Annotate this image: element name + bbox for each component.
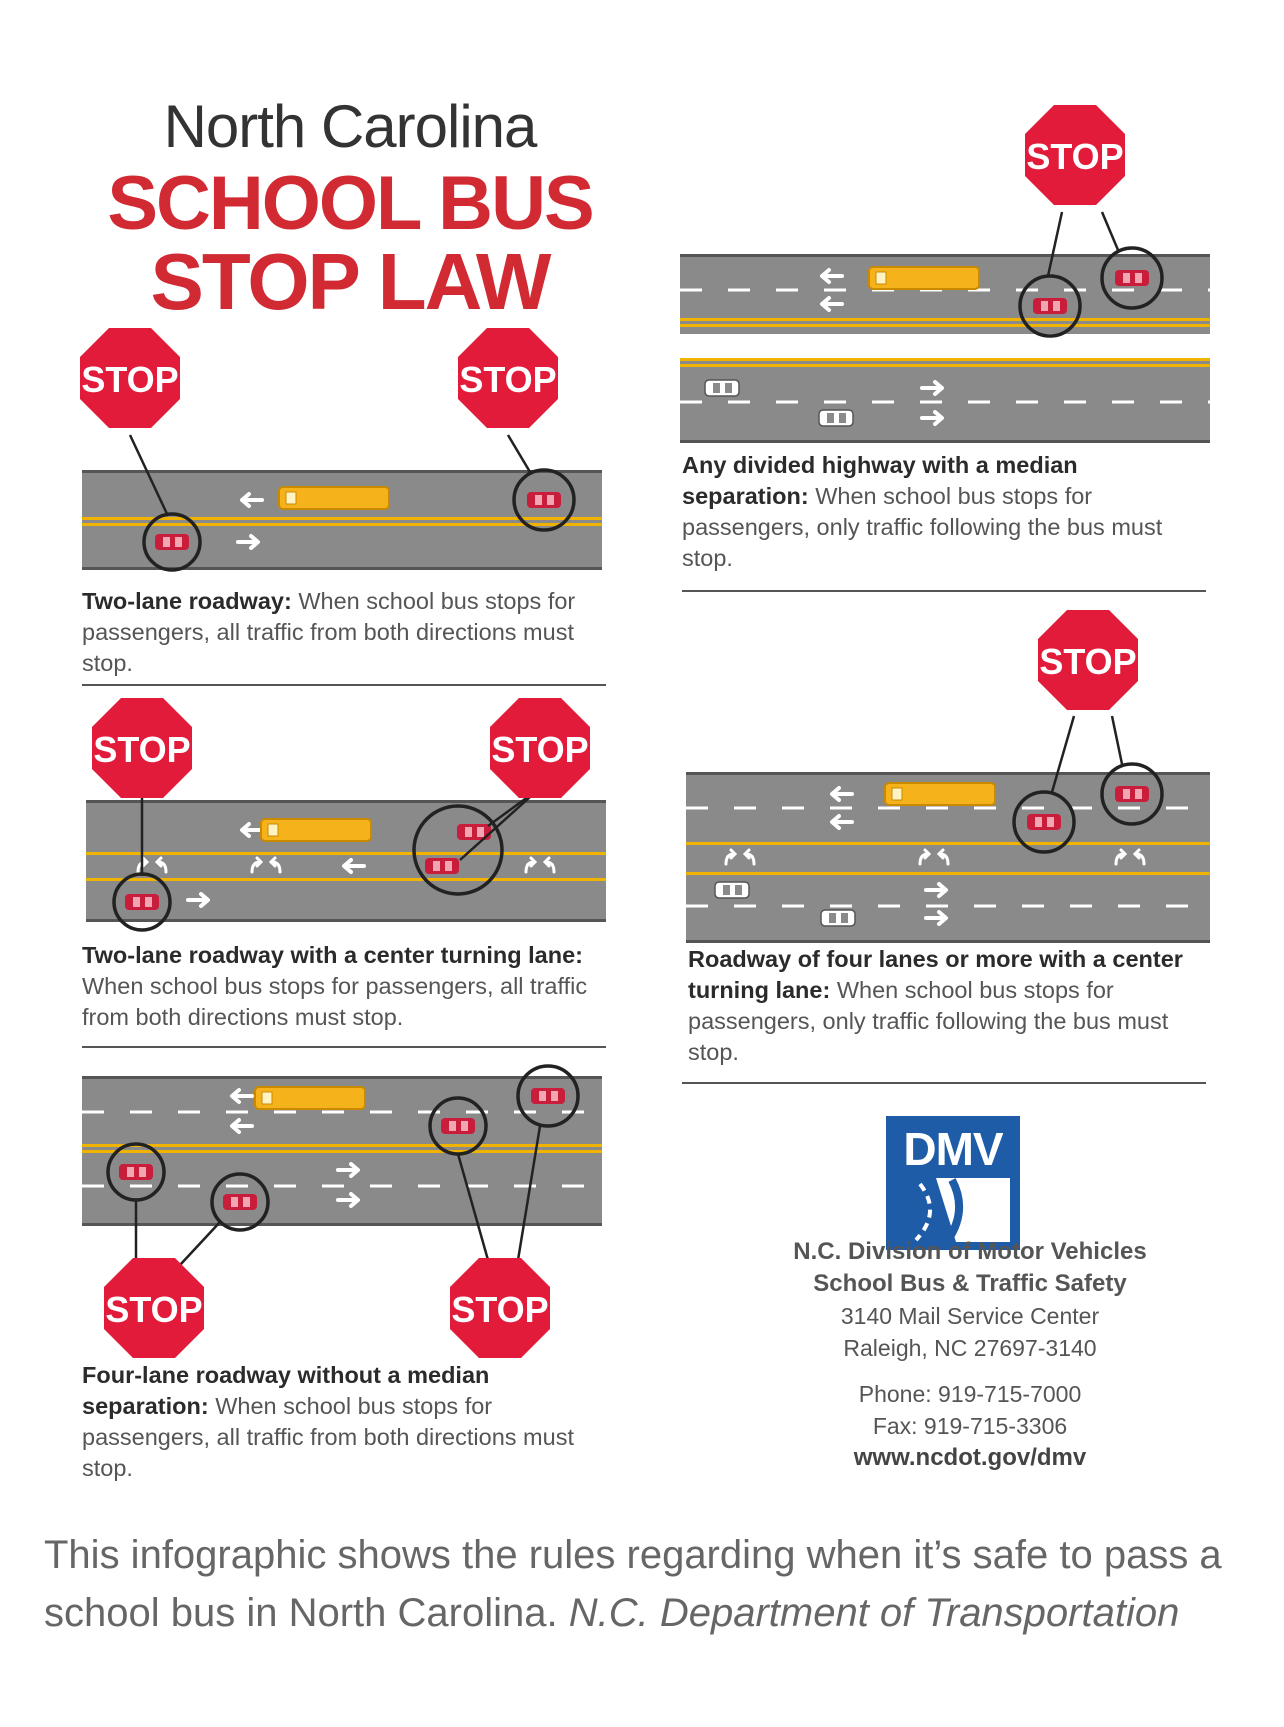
description-two-lane: Two-lane roadway: When school bus stops …: [82, 588, 576, 676]
dmv-org-name: N.C. Division of Motor Vehicles: [793, 1238, 1147, 1265]
road-icon: [896, 1178, 1010, 1242]
diagram-four-plus-center-turn: STOP: [686, 610, 1210, 943]
svg-text:STOP: STOP: [93, 729, 190, 770]
car-icon: [155, 534, 189, 550]
diagram-divided-highway: STOP: [680, 105, 1210, 443]
diagram-four-lane-no-median: STOP STOP: [82, 1064, 602, 1358]
description-four-plus-center-turn: Roadway of four lanes or more with a cen…: [688, 946, 1183, 1065]
stop-sign-icon: STOP: [490, 698, 590, 798]
dmv-fax: Fax: 919-715-3306: [872, 1413, 1068, 1439]
stop-sign-icon: STOP: [450, 1258, 550, 1358]
stop-sign-icon: STOP: [458, 328, 558, 428]
stop-sign-icon: STOP: [80, 328, 180, 428]
svg-text:STOP: STOP: [491, 729, 588, 770]
svg-text:STOP: STOP: [1026, 136, 1123, 177]
svg-text:STOP: STOP: [105, 1289, 202, 1330]
divider: [682, 590, 1206, 592]
dmv-address-2: Raleigh, NC 27697-3140: [843, 1335, 1097, 1361]
diagram-center-turning-lane: STOP STOP: [86, 698, 606, 932]
stop-sign-icon: STOP: [1038, 610, 1138, 710]
description-four-lane: Four-lane roadway without a median separ…: [82, 1362, 574, 1481]
dmv-address-1: 3140 Mail Service Center: [840, 1303, 1100, 1329]
stop-sign-icon: STOP: [1025, 105, 1125, 205]
divider: [82, 1046, 606, 1048]
svg-text:STOP: STOP: [459, 359, 556, 400]
svg-text:STOP: STOP: [451, 1289, 548, 1330]
dmv-phone: Phone: 919-715-7000: [858, 1381, 1082, 1407]
title-state: North Carolina: [163, 93, 538, 160]
highlight-circle: [512, 468, 576, 532]
dmv-contact: N.C. Division of Motor Vehicles School B…: [700, 1236, 1240, 1474]
image-credit: N.C. Department of Transportation: [568, 1591, 1180, 1635]
svg-text:STOP: STOP: [1039, 641, 1136, 682]
title-stop-law: STOP LAW: [150, 237, 552, 326]
dmv-website[interactable]: www.ncdot.gov/dmv: [853, 1444, 1087, 1471]
dmv-department: School Bus & Traffic Safety: [813, 1270, 1127, 1297]
description-divided-highway: Any divided highway with a median separa…: [682, 452, 1163, 571]
highlight-circle: [142, 512, 202, 572]
title-school-bus: SCHOOL BUS: [107, 161, 594, 246]
dmv-logo: DMV: [886, 1116, 1020, 1250]
car-icon: [527, 492, 561, 508]
divider: [82, 684, 606, 686]
svg-text:STOP: STOP: [81, 359, 178, 400]
description-center-turning-lane: Two-lane roadway with a center turning l…: [82, 942, 588, 1030]
stop-sign-icon: STOP: [104, 1258, 204, 1358]
divider: [682, 1082, 1206, 1084]
diagram-two-lane-roadway: STOP STOP: [80, 328, 602, 572]
dmv-logo-text: DMV: [903, 1123, 1003, 1175]
stop-sign-icon: STOP: [92, 698, 192, 798]
image-caption: This infographic shows the rules regardi…: [44, 1533, 1222, 1635]
